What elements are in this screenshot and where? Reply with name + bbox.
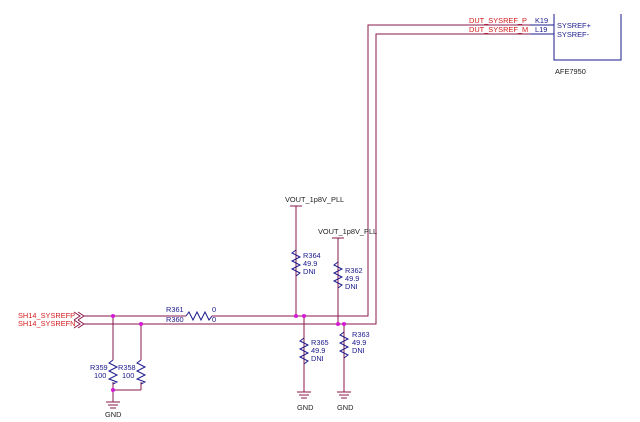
- ground-3: GND: [337, 391, 353, 412]
- wire-n-trace: [84, 33, 530, 325]
- resistor-r361-value: 0: [212, 305, 216, 314]
- junction-r358: [139, 322, 143, 326]
- resistor-r364-ref: R364: [303, 251, 321, 260]
- junction-r362: [336, 322, 340, 326]
- resistor-r363-ref: R363: [352, 330, 370, 339]
- ic-afe7950: K19 L19 SYSREF+ SYSREF- AFE7950: [530, 14, 622, 76]
- resistor-r361-body: [185, 310, 213, 322]
- resistor-r365: R365 49.9 DNI: [298, 337, 329, 365]
- input-connectors: SH14_SYSREFP SH14_SYSREFN: [18, 311, 85, 329]
- ic-pin-name-sysref-p: SYSREF+: [557, 21, 591, 30]
- resistor-r358-body: [135, 359, 147, 385]
- wire-group: [84, 24, 530, 402]
- resistor-r363: R363 49.9 DNI: [338, 330, 370, 359]
- resistor-r362-ref: R362: [345, 266, 363, 275]
- resistor-r362-body: [332, 261, 344, 289]
- ground-2-label: GND: [297, 403, 313, 412]
- resistor-r364: R364 49.9 DNI: [290, 249, 321, 277]
- input-arrow-p: [73, 311, 81, 321]
- net-label-sh14-sysrefp: SH14_SYSREFP: [18, 311, 75, 320]
- resistor-r359-ref: R359: [90, 363, 108, 372]
- resistor-r364-body: [290, 249, 302, 277]
- resistor-r359-body: [107, 359, 119, 385]
- resistor-r365-ref: R365: [311, 338, 329, 347]
- ground-2: GND: [297, 391, 313, 412]
- ic-pin-number-k19: K19: [535, 16, 548, 25]
- resistor-r360: R360 0: [166, 315, 216, 324]
- input-arrow-n-2: [77, 319, 85, 329]
- junction-r359: [111, 314, 115, 318]
- power-right: VOUT_1p8V_PLL: [318, 227, 377, 239]
- ic-pin-name-sysref-m: SYSREF-: [557, 30, 590, 39]
- power-left: VOUT_1p8V_PLL: [285, 195, 344, 212]
- ic-pin-number-l19: L19: [535, 25, 547, 34]
- resistor-r359: R359 100: [90, 359, 119, 385]
- resistor-r359-value: 100: [94, 371, 106, 380]
- resistor-r363-value: 49.9: [352, 338, 366, 347]
- resistor-r364-note: DNI: [303, 267, 316, 276]
- resistor-r358-ref: R358: [118, 363, 136, 372]
- net-label-dut-sysref-m: DUT_SYSREF_M: [469, 25, 528, 34]
- resistor-r361: R361 0: [166, 305, 216, 322]
- junction-r365: [302, 314, 306, 318]
- ground-1-label: GND: [105, 410, 121, 419]
- junction-term-bottom: [111, 388, 115, 392]
- resistor-r360-ref: R360: [166, 315, 184, 324]
- resistor-r362-value: 49.9: [345, 274, 359, 283]
- resistor-r361-ref: R361: [166, 305, 184, 314]
- ic-part-name: AFE7950: [555, 67, 586, 76]
- ground-3-label: GND: [337, 403, 353, 412]
- resistor-r358: R358 100: [118, 359, 147, 385]
- input-arrow-p-2: [77, 311, 85, 321]
- ic-outline: [553, 14, 622, 61]
- resistor-r362: R362 49.9 DNI: [332, 261, 363, 291]
- resistor-r363-body: [338, 331, 350, 359]
- resistor-r360-value: 0: [212, 315, 216, 324]
- resistor-r365-note: DNI: [311, 354, 324, 363]
- resistor-r363-note: DNI: [352, 346, 365, 355]
- junction-r364: [294, 314, 298, 318]
- power-label-right: VOUT_1p8V_PLL: [318, 227, 377, 236]
- input-arrow-n: [73, 319, 81, 329]
- resistor-r358-value: 100: [122, 371, 134, 380]
- resistor-r364-value: 49.9: [303, 259, 317, 268]
- resistor-r362-note: DNI: [345, 282, 358, 291]
- ground-1: GND: [105, 401, 121, 419]
- net-label-sh14-sysrefn: SH14_SYSREFN: [18, 319, 76, 328]
- resistor-r365-value: 49.9: [311, 346, 325, 355]
- net-label-dut-sysref-p: DUT_SYSREF_P: [469, 16, 527, 25]
- junction-r363: [342, 322, 346, 326]
- wire-p-right: [212, 24, 530, 317]
- junctions: [111, 314, 346, 392]
- resistor-r365-body: [298, 337, 310, 365]
- power-label-left: VOUT_1p8V_PLL: [285, 195, 344, 204]
